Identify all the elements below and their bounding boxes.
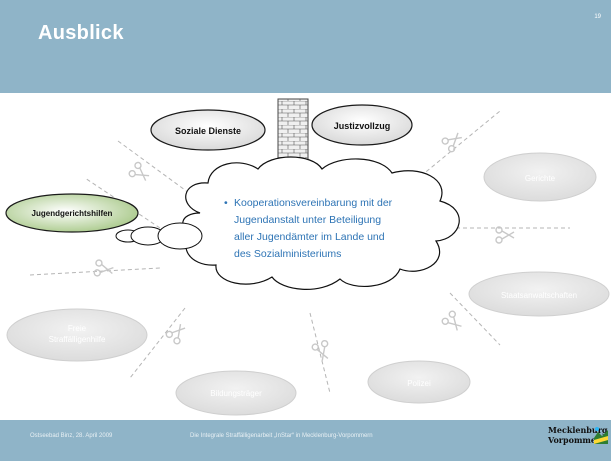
slide-number: 19	[594, 14, 601, 20]
slide-content: Soziale Dienste Justizvollzug Jugendgeri…	[0, 93, 611, 420]
scissors-icon	[495, 226, 515, 244]
cloud-line-3: aller Jugendämter im Lande und	[234, 231, 385, 243]
landscape-flag-icon	[594, 427, 608, 444]
entity-freie-straffaelligenhilfe: Freie Straffälligenhilfe	[6, 308, 148, 362]
scissors-icon	[311, 339, 329, 361]
entity-justizvollzug: Justizvollzug	[311, 104, 413, 146]
cloud-bullet: •	[224, 197, 228, 209]
slide-title: Ausblick	[38, 22, 124, 44]
entity-soziale-dienste: Soziale Dienste	[150, 109, 266, 151]
mv-logo: Mecklenburg Vorpommern	[548, 425, 608, 456]
entity-bildungstraeger: Bildungsträger	[175, 370, 297, 416]
logo-line-1: Mecklenburg	[548, 425, 608, 435]
brick-wall-icon	[277, 98, 309, 164]
entity-jugendgerichtshilfen: Jugendgerichtshilfen	[5, 193, 139, 233]
entity-polizei: Polizei	[367, 360, 471, 404]
cloud-line-1: Kooperationsvereinbarung mit der	[234, 197, 393, 209]
polizei-label: Polizei	[407, 379, 431, 388]
scissors-icon	[441, 310, 462, 331]
slide-footer: Ostseebad Binz, 28. April 2009 Die Integ…	[0, 420, 611, 461]
cloud-line-2: Jugendanstalt unter Beteiligung	[234, 214, 381, 226]
jugendgerichtshilfen-label: Jugendgerichtshilfen	[32, 209, 113, 218]
scissors-icon	[93, 259, 114, 277]
slide-header: Ausblick 19	[0, 0, 611, 93]
entity-gerichte: Gerichte	[483, 152, 597, 202]
staatsanwaltschaften-label: Staatsanwaltschaften	[501, 291, 577, 300]
scissors-icon	[441, 132, 462, 153]
cloud-line-4: des Sozialministeriums	[234, 248, 341, 260]
logo-line-2: Vorpommern	[548, 435, 607, 445]
scissors-icons	[93, 132, 515, 361]
cloud-text: • Kooperationsvereinbarung mit der Jugen…	[224, 197, 393, 260]
scissors-icon	[128, 161, 150, 181]
entity-staatsanwaltschaften: Staatsanwaltschaften	[468, 271, 610, 317]
justizvollzug-label: Justizvollzug	[334, 121, 391, 131]
footer-presentation-title: Die Integrale Straffälligenarbeit „InSta…	[190, 433, 373, 439]
footer-date-location: Ostseebad Binz, 28. April 2009	[30, 433, 113, 439]
gerichte-label: Gerichte	[525, 174, 556, 183]
straffaelligenhilfe-label: Straffälligenhilfe	[49, 335, 106, 344]
soziale-dienste-label: Soziale Dienste	[175, 126, 241, 136]
scissors-icon	[165, 324, 186, 345]
freie-label: Freie	[68, 324, 87, 333]
cloud-shape	[115, 156, 460, 290]
network-diagram: Soziale Dienste Justizvollzug Jugendgeri…	[5, 98, 610, 416]
bildungstraeger-label: Bildungsträger	[210, 389, 262, 398]
